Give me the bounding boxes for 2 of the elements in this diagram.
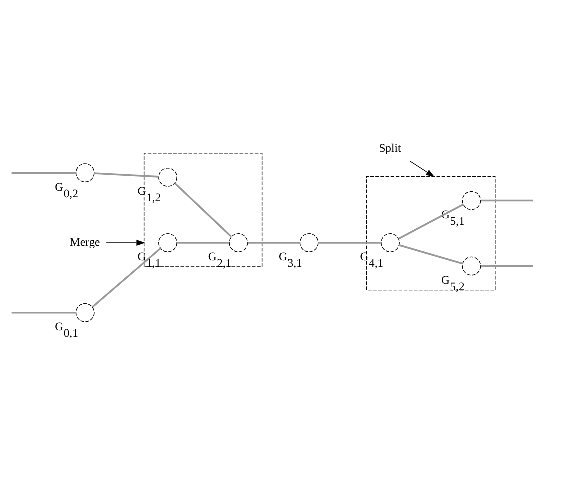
node-text: Split: [379, 141, 402, 154]
node-text: Merge: [70, 235, 100, 248]
